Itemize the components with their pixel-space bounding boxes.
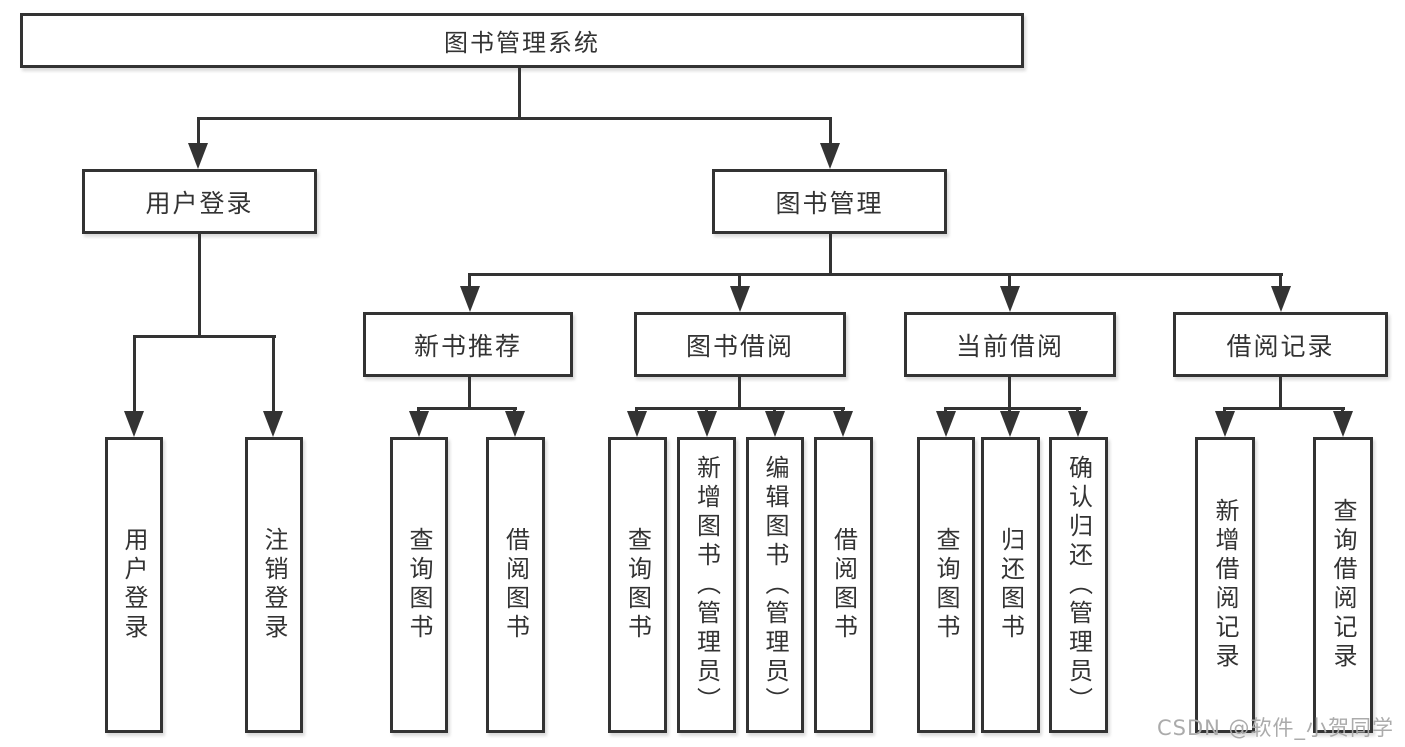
arrowhead-leaf	[936, 411, 956, 437]
arrowhead-leaf	[1068, 411, 1088, 437]
node-new-book-label: 新书推荐	[413, 331, 522, 361]
leaf-current-confirm-label: 确认归还（管理员）	[1064, 454, 1093, 716]
arrowhead-leaf	[505, 411, 525, 437]
connector-new-book-stub	[468, 377, 471, 410]
leaf-logout: 注销登录	[245, 437, 303, 733]
connector-user-login-rail	[133, 335, 276, 338]
leaf-current-return-label: 归还图书	[996, 527, 1025, 643]
leaf-new-book-borrow: 借阅图书	[486, 437, 545, 733]
leaf-borrow-edit: 编辑图书（管理员）	[746, 437, 804, 733]
node-user-login: 用户登录	[82, 169, 317, 234]
connector-root-stub	[518, 68, 521, 120]
leaf-user-login: 用户登录	[105, 437, 163, 733]
leaf-records-add: 新增借阅记录	[1195, 437, 1255, 733]
connector-drop-book-mgmt	[829, 117, 832, 147]
arrowhead-leaf	[1215, 411, 1235, 437]
arrowhead-leaf	[409, 411, 429, 437]
node-records: 借阅记录	[1173, 312, 1388, 377]
arrowhead-book-mgmt	[820, 143, 840, 169]
leaf-borrow-add: 新增图书（管理员）	[677, 437, 736, 733]
leaf-borrow-borrow-label: 借阅图书	[829, 527, 858, 643]
node-borrow-label: 图书借阅	[685, 331, 794, 361]
leaf-new-book-query: 查询图书	[390, 437, 448, 733]
connector-drop-user-login	[197, 117, 200, 147]
leaf-borrow-query: 查询图书	[608, 437, 667, 733]
connector-new-book-rail	[417, 407, 517, 410]
connector-level3-rail	[468, 273, 1283, 276]
node-borrow: 图书借阅	[634, 312, 846, 377]
arrowhead-leaf	[697, 411, 717, 437]
node-root-label: 图书管理系统	[444, 29, 600, 57]
connector-book-mgmt-stub	[829, 234, 832, 275]
arrowhead-records	[1271, 286, 1291, 312]
leaf-records-query: 查询借阅记录	[1313, 437, 1373, 733]
node-current-label: 当前借阅	[955, 331, 1064, 361]
node-current: 当前借阅	[904, 312, 1116, 377]
node-book-mgmt-label: 图书管理	[775, 188, 884, 218]
leaf-borrow-add-label: 新增图书（管理员）	[692, 454, 721, 716]
connector-drop-borrow	[738, 273, 741, 289]
arrowhead-current	[1000, 286, 1020, 312]
arrowhead-leaf	[833, 411, 853, 437]
arrowhead-leaf-login	[124, 411, 144, 437]
connector-borrow-stub	[738, 377, 741, 410]
connector-records-rail	[1223, 407, 1345, 410]
csdn-watermark: CSDN @软件_小贺同学	[1157, 716, 1395, 740]
leaf-current-return: 归还图书	[981, 437, 1040, 733]
leaf-logout-label: 注销登录	[260, 527, 288, 643]
arrowhead-new-book	[460, 286, 480, 312]
leaf-borrow-query-label: 查询图书	[623, 527, 652, 643]
connector-drop-current	[1008, 273, 1011, 289]
arrowhead-user-login	[188, 143, 208, 169]
connector-drop-leaf-login	[133, 335, 136, 413]
node-records-label: 借阅记录	[1226, 331, 1335, 361]
leaf-user-login-label: 用户登录	[120, 527, 148, 643]
leaf-records-add-label: 新增借阅记录	[1211, 498, 1239, 672]
node-new-book: 新书推荐	[363, 312, 573, 377]
arrowhead-leaf	[1333, 411, 1353, 437]
leaf-borrow-borrow: 借阅图书	[814, 437, 873, 733]
connector-records-stub	[1279, 377, 1282, 410]
leaf-new-book-borrow-label: 借阅图书	[501, 527, 530, 643]
node-book-mgmt: 图书管理	[712, 169, 947, 234]
connector-drop-records	[1279, 273, 1282, 289]
arrowhead-leaf	[765, 411, 785, 437]
arrowhead-leaf	[1000, 411, 1020, 437]
arrowhead-leaf-logout	[263, 411, 283, 437]
connector-current-stub	[1008, 377, 1011, 410]
leaf-current-query-label: 查询图书	[932, 527, 960, 643]
leaf-current-query: 查询图书	[917, 437, 975, 733]
connector-borrow-rail	[635, 407, 845, 410]
connector-drop-new-book	[468, 273, 471, 289]
connector-drop-leaf-logout	[272, 335, 275, 413]
leaf-records-query-label: 查询借阅记录	[1329, 498, 1357, 672]
leaf-borrow-edit-label: 编辑图书（管理员）	[761, 454, 789, 716]
node-root: 图书管理系统	[20, 13, 1024, 68]
connector-current-rail	[944, 407, 1081, 410]
node-user-login-label: 用户登录	[145, 188, 254, 218]
connector-user-login-stub	[198, 234, 201, 338]
connector-level2-rail	[197, 117, 832, 120]
leaf-current-confirm: 确认归还（管理员）	[1049, 437, 1108, 733]
leaf-new-book-query-label: 查询图书	[405, 527, 433, 643]
arrowhead-leaf	[627, 411, 647, 437]
arrowhead-borrow	[730, 286, 750, 312]
